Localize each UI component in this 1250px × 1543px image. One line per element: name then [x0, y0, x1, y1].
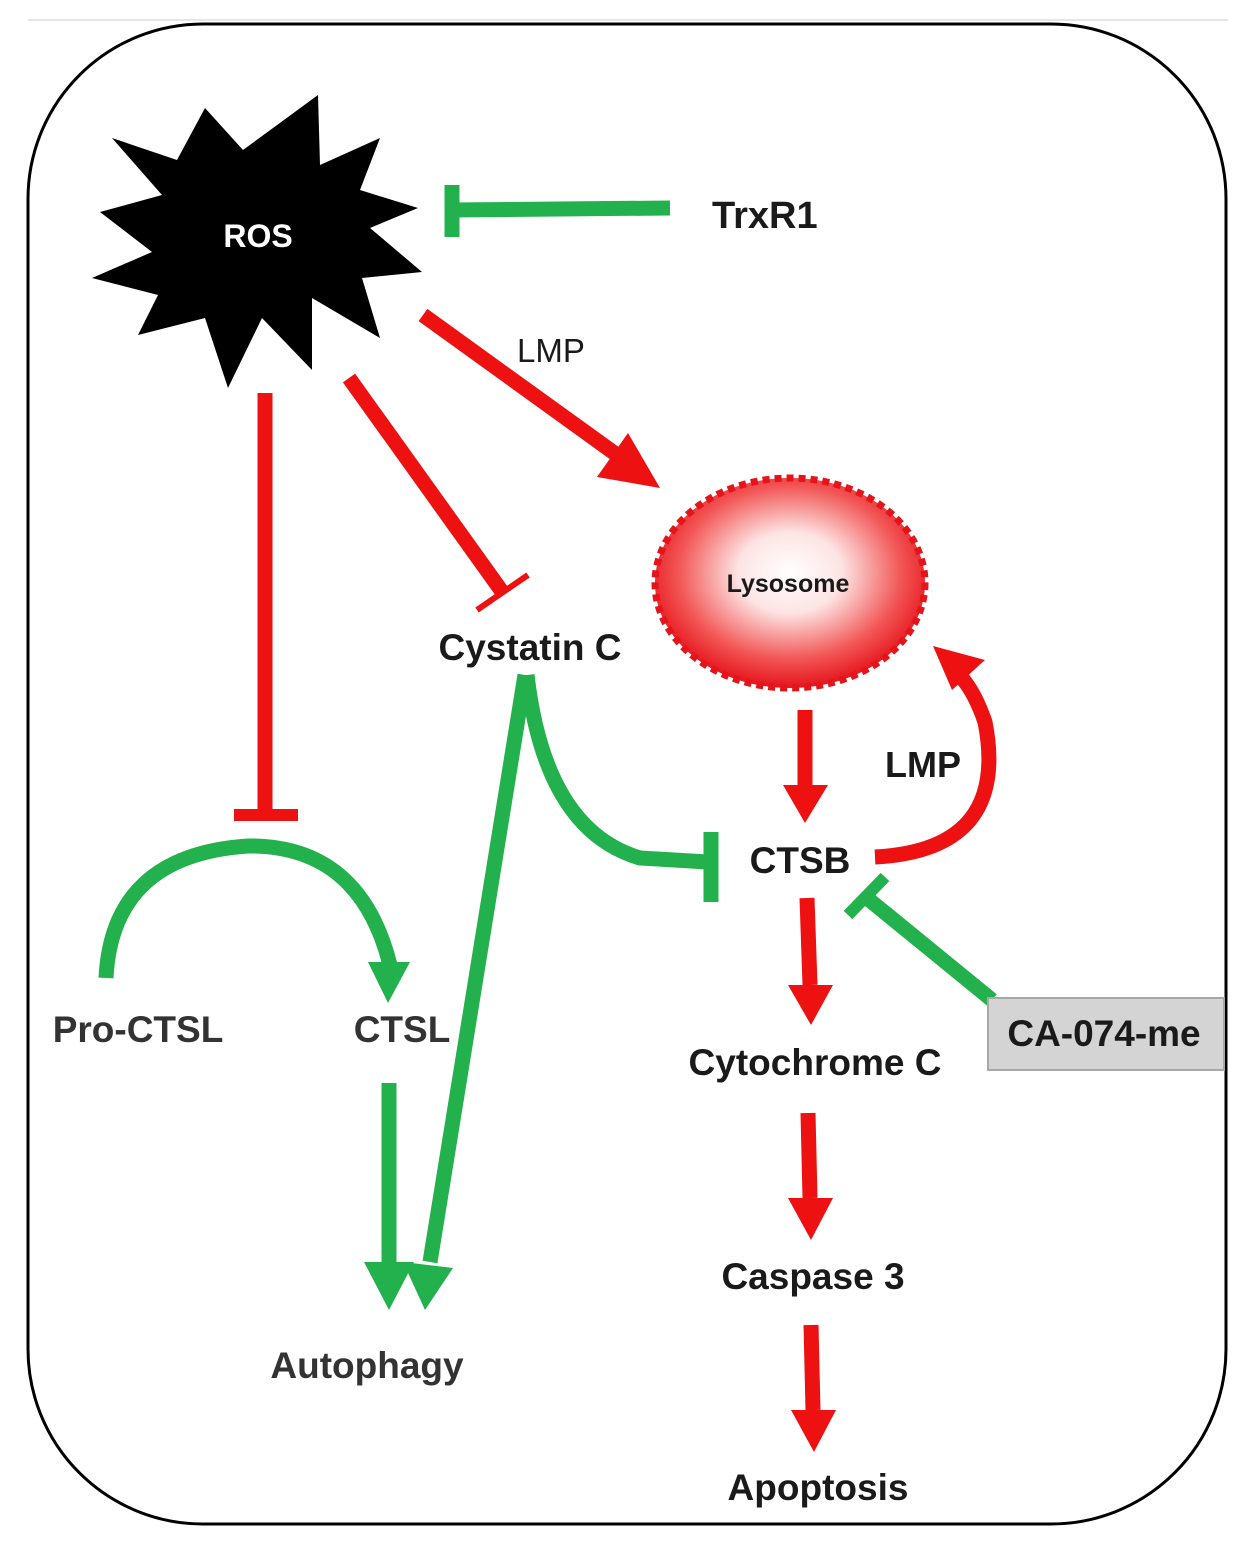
- edge-cytochrome-caspase: [788, 1112, 833, 1240]
- lysosome-label: Lysosome: [727, 570, 850, 598]
- edge-cystatin-autophagy: [403, 673, 533, 1310]
- cystatin-c-label: Cystatin C: [439, 627, 622, 668]
- edge-ros-cystatin: [342, 373, 530, 613]
- edge-ctsb-lysosome: [874, 646, 997, 865]
- autophagy-label: Autophagy: [270, 1345, 464, 1386]
- edge-ros-ctsl-conversion: [234, 393, 298, 821]
- ctsb-label: CTSB: [750, 840, 851, 881]
- edge-cystatin-ctsb: [519, 674, 719, 902]
- edge-proctsl-ctsl: [98, 838, 410, 1003]
- edge-ca074-ctsb: [843, 872, 997, 1006]
- cell-boundary: [26, 22, 1228, 1526]
- edge-caspase-apoptosis: [791, 1324, 836, 1452]
- ca074-label: CA-074-me: [1007, 1013, 1200, 1054]
- ros-label: ROS: [223, 218, 292, 254]
- cytochrome-c-label: Cytochrome C: [689, 1042, 942, 1083]
- ros-star-icon: [92, 95, 422, 388]
- lysosome-body: [651, 474, 929, 692]
- edge-ros-lysosome: [418, 308, 660, 488]
- caspase3-label: Caspase 3: [721, 1256, 904, 1297]
- trxr1-label: TrxR1: [712, 195, 818, 237]
- edge-ctsl-autophagy: [364, 1083, 414, 1310]
- apoptosis-label: Apoptosis: [728, 1467, 909, 1508]
- lmp-top-label: LMP: [517, 332, 585, 369]
- ctsl-label: CTSL: [354, 1009, 451, 1050]
- lmp-side-label: LMP: [885, 744, 961, 785]
- ca074-box: [987, 997, 1225, 1071]
- edge-lysosome-ctsb: [783, 710, 828, 823]
- edge-trxr1-ros: [444, 185, 671, 237]
- edge-ctsb-cytochrome: [788, 897, 833, 1025]
- pro-ctsl-label: Pro-CTSL: [53, 1009, 224, 1050]
